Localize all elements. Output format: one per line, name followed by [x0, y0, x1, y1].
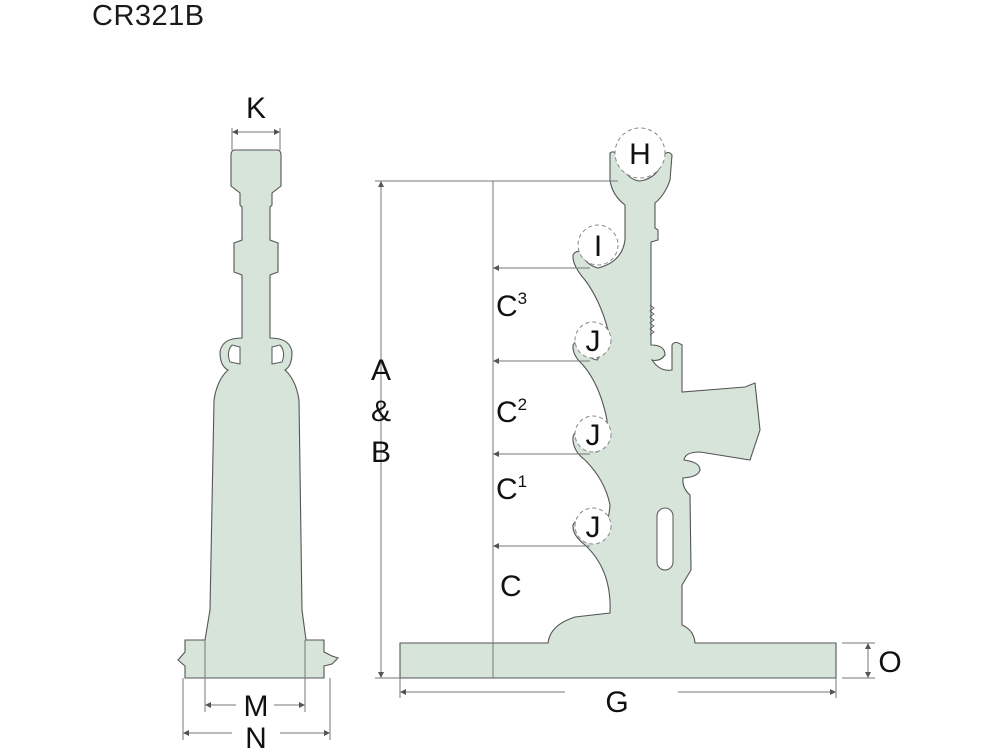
lifting-eye-right [271, 344, 285, 365]
label-amp: & [371, 395, 391, 428]
label-m: M [244, 690, 269, 723]
side-view-body [177, 149, 340, 679]
label-c2: C2 [496, 395, 527, 429]
slot [656, 507, 674, 571]
label-h: H [629, 138, 651, 171]
front-view-body [399, 151, 837, 679]
label-i: I [594, 230, 602, 263]
saddle-j-circle-2 [574, 415, 612, 453]
label-j-2: J [586, 419, 601, 452]
saddle-j-circle-3 [574, 507, 612, 545]
label-o: O [878, 646, 901, 679]
ratchet-teeth [649, 304, 655, 336]
saddle-i-circle [577, 224, 619, 266]
label-a: A [371, 354, 391, 387]
front-view: H I J J J A & B C3 C2 C1 C G O [371, 127, 902, 719]
lifting-eye-left [227, 344, 241, 365]
saddle-h-circle [614, 127, 666, 179]
label-k: K [246, 92, 266, 125]
label-b: B [371, 436, 391, 469]
label-c: C [500, 570, 522, 603]
label-n: N [245, 722, 267, 750]
label-c3: C3 [496, 289, 527, 323]
label-j-1: J [586, 325, 601, 358]
model-title: CR321B [92, 0, 205, 32]
saddle-j-circle-1 [574, 321, 612, 359]
side-view: K M N [177, 92, 340, 750]
label-j-3: J [586, 511, 601, 544]
label-g: G [605, 686, 628, 719]
label-c1: C1 [496, 472, 527, 506]
